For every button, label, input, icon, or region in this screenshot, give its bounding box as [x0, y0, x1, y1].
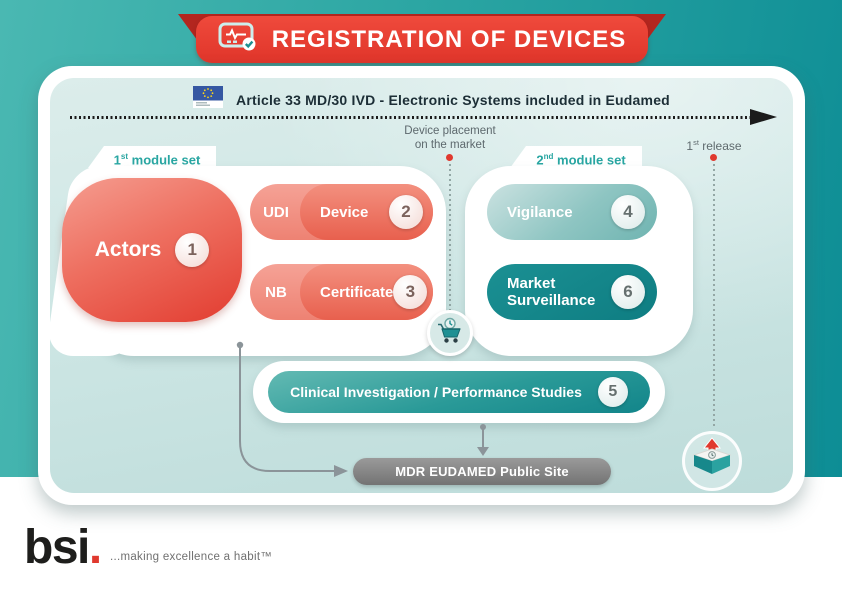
device-placement-line1: Device placement	[404, 125, 496, 137]
banner-title: REGISTRATION OF DEVICES	[271, 25, 627, 53]
market-surveillance-label: Market Surveillance	[507, 274, 596, 309]
module-set-1-label: 1st module set	[113, 152, 201, 168]
vigilance-label: Vigilance	[507, 203, 573, 221]
device-placement-line2: on the market	[414, 138, 486, 151]
udi-prefix-label: UDI	[263, 203, 289, 221]
module-vigilance: Vigilance 4	[487, 184, 657, 240]
module-actors: Actors 1	[62, 178, 242, 322]
article-header-row: Article 33 MD/30 IVD - Electronic System…	[48, 86, 815, 113]
certificate-label: Certificate	[320, 283, 394, 301]
module-market-surveillance: Market Surveillance 6	[487, 264, 657, 320]
actors-number-badge: 1	[175, 233, 210, 267]
device-placement-dotted-line	[449, 164, 451, 310]
device-placement-marker-dot	[446, 154, 453, 161]
module-udi-device: UDI Device 2	[250, 184, 433, 240]
module-clinical-investigation: Clinical Investigation / Performance Stu…	[268, 371, 650, 413]
clinical-number-badge: 5	[597, 377, 628, 407]
device-placement-label: Device placement on the market	[370, 125, 530, 153]
registration-banner: REGISTRATION OF DEVICES	[196, 16, 648, 63]
nb-number-badge: 3	[393, 275, 428, 309]
release-label: 1st release	[686, 138, 742, 153]
bsi-logo: bsi.	[24, 521, 102, 574]
release-icon-circle	[682, 431, 742, 491]
nb-inner-pill: Certificate 3	[300, 264, 433, 320]
device-market-cart-circle	[427, 310, 473, 356]
actors-label: Actors	[94, 238, 162, 261]
eu-flag-icon	[193, 86, 224, 113]
public-site-button: MDR EUDAMED Public Site	[353, 458, 611, 485]
device-label: Device	[320, 203, 369, 221]
release-marker-dot	[710, 154, 717, 161]
module-set-1-tab: 1st module set	[88, 146, 216, 168]
timeline-dotted-line	[70, 116, 754, 119]
bsi-logo-dot: .	[88, 521, 102, 574]
nb-prefix-label: NB	[265, 283, 287, 301]
clinical-label: Clinical Investigation / Performance Stu…	[290, 384, 582, 400]
public-site-label: MDR EUDAMED Public Site	[395, 464, 569, 479]
udi-number-badge: 2	[389, 195, 423, 229]
vigilance-number-badge: 4	[611, 195, 645, 229]
release-dotted-line	[713, 164, 715, 426]
open-box-release-icon	[689, 436, 735, 487]
market-surveillance-number-badge: 6	[611, 275, 645, 309]
device-monitor-icon	[218, 22, 258, 57]
bsi-tagline: ...making excellence a habit™	[110, 551, 273, 563]
main-card: Article 33 MD/30 IVD - Electronic System…	[38, 66, 805, 505]
timeline-arrowhead-icon	[750, 109, 777, 125]
module-nb-certificate: NB Certificate 3	[250, 264, 433, 320]
module-set-2-label: 2nd module set	[536, 152, 626, 168]
module-set-2-tab: 2nd module set	[510, 146, 642, 168]
udi-inner-pill: Device 2	[300, 184, 433, 240]
shopping-cart-icon	[434, 315, 466, 352]
article-header: Article 33 MD/30 IVD - Electronic System…	[236, 91, 670, 108]
